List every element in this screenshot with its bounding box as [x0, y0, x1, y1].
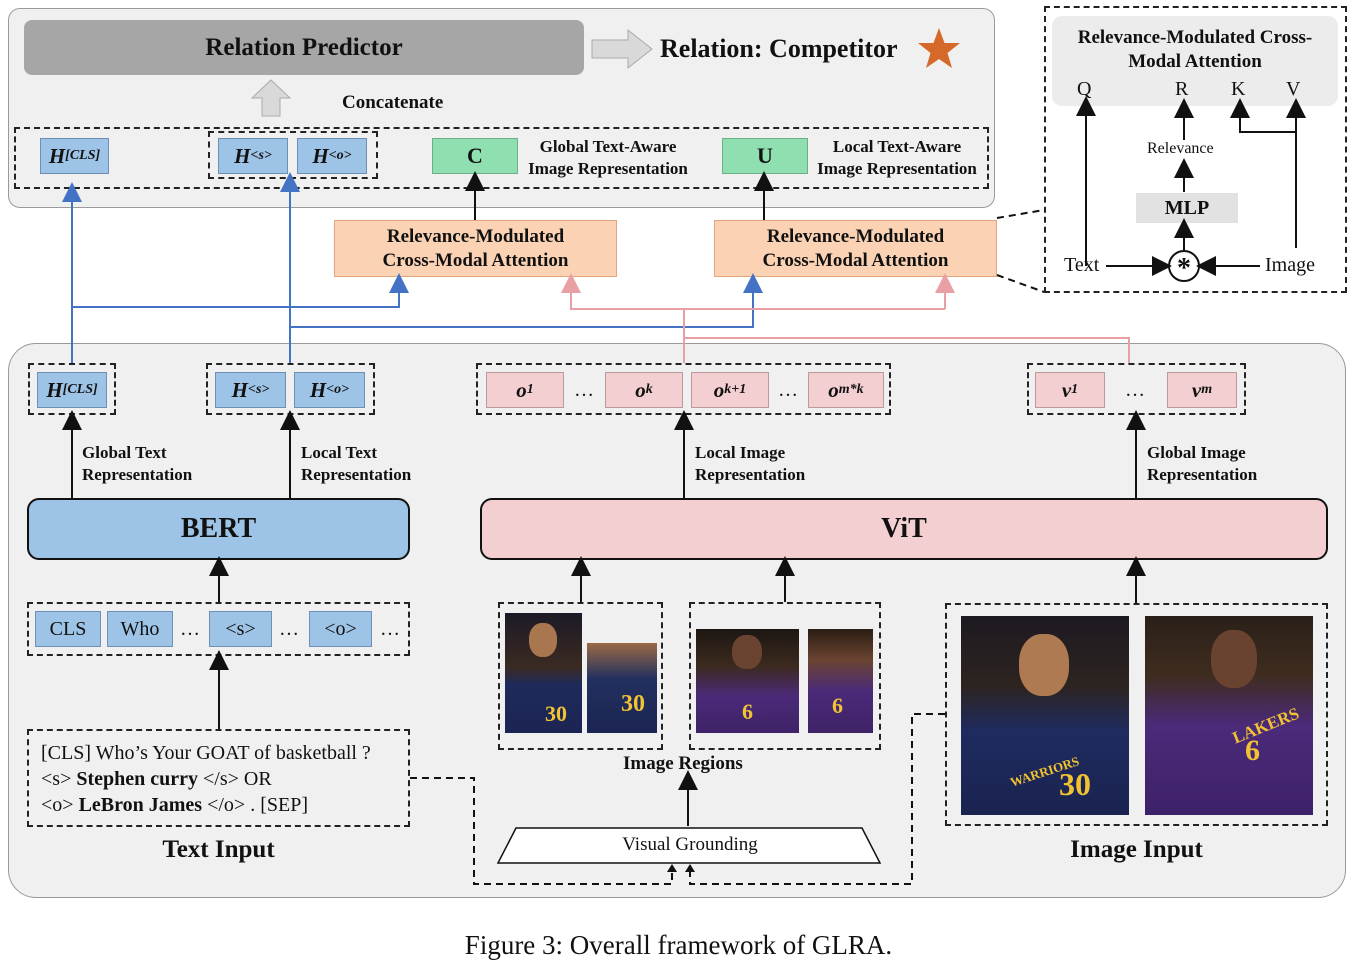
token-s: <s> [209, 611, 272, 647]
mid-h-cls: H[CLS] [37, 372, 107, 408]
jersey-number: 30 [545, 701, 567, 726]
image-input-title: Image Input [1070, 836, 1203, 863]
mid-h-o: H<o> [294, 372, 365, 408]
inset-k: K [1231, 78, 1246, 100]
mid-ellipsis-2: … [778, 378, 798, 401]
vit-encoder: ViT [480, 498, 1328, 560]
concat-row [14, 127, 989, 189]
head-shape [732, 635, 762, 669]
c-vector: C [432, 138, 518, 174]
token-ellipsis-2: … [279, 617, 299, 640]
image-curry: WARRIORS 30 [961, 616, 1129, 815]
head-shape [1211, 630, 1257, 688]
mid-ellipsis-3: … [1125, 378, 1145, 401]
head-shape [529, 623, 557, 657]
up-arrow-icon [250, 79, 292, 117]
relation-result: Relation: Competitor [660, 34, 898, 63]
inset-text: Text [1064, 254, 1100, 276]
inset-title: Relevance-Modulated Cross-Modal Attentio… [1077, 27, 1313, 72]
mid-h-s: H<s> [215, 372, 286, 408]
inset-q: Q [1077, 78, 1092, 100]
visual-grounding-label: Visual Grounding [622, 834, 758, 855]
region-lebron-2: 6 [808, 629, 873, 733]
jersey-number: 6 [742, 699, 753, 724]
token-ellipsis-3: … [380, 617, 400, 640]
text-input-line-2: <s> Stephen curry </s> OR [41, 768, 272, 790]
image-lebron: LAKERS 6 [1145, 616, 1313, 815]
token-cls: CLS [35, 611, 101, 647]
head-shape [1019, 634, 1069, 696]
text-input-line-3: <o> LeBron James </o> . [SEP] [41, 794, 308, 816]
text-input-box: [CLS] Who’s Your GOAT of basketball ? <s… [27, 729, 410, 827]
top-h-s: H<s> [218, 138, 288, 174]
top-h-cls: H[CLS] [40, 138, 109, 174]
inset-v: V [1286, 78, 1301, 100]
region-group-2 [689, 602, 881, 750]
jersey-number: 30 [621, 691, 645, 717]
text-input-title: Text Input [162, 836, 275, 863]
image-regions-label: Image Regions [623, 753, 743, 774]
jersey-number: 6 [1245, 734, 1260, 767]
region-curry-1: 30 [505, 613, 582, 733]
right-arrow-icon [591, 28, 653, 70]
rmca-inset [1044, 6, 1347, 293]
inset-relevance: Relevance [1147, 140, 1214, 157]
inset-image: Image [1265, 254, 1315, 276]
token-o: <o> [309, 611, 372, 647]
top-h-o: H<o> [297, 138, 367, 174]
region-lebron-1: 6 [696, 629, 799, 733]
text-input-line-1: [CLS] Who’s Your GOAT of basketball ? [41, 742, 371, 764]
region-curry-2: 30 [587, 643, 657, 733]
mid-ellipsis-1: … [574, 378, 594, 401]
star-icon [918, 28, 960, 68]
u-vector: U [722, 138, 808, 174]
jersey-number: 30 [1059, 766, 1091, 802]
token-who: Who [107, 611, 173, 647]
figure-caption: Figure 3: Overall framework of GLRA. [464, 930, 893, 960]
token-ellipsis-1: … [180, 617, 200, 640]
inset-r: R [1175, 78, 1189, 100]
concatenate-label: Concatenate [342, 92, 444, 113]
region-group-1 [498, 602, 663, 750]
image-input-box [945, 603, 1328, 826]
relation-predictor: Relation Predictor [24, 20, 584, 75]
jersey-number: 6 [832, 693, 843, 718]
inset-header [1052, 16, 1338, 106]
bert-encoder: BERT [27, 498, 410, 560]
visual-grounding-shape [496, 827, 882, 864]
